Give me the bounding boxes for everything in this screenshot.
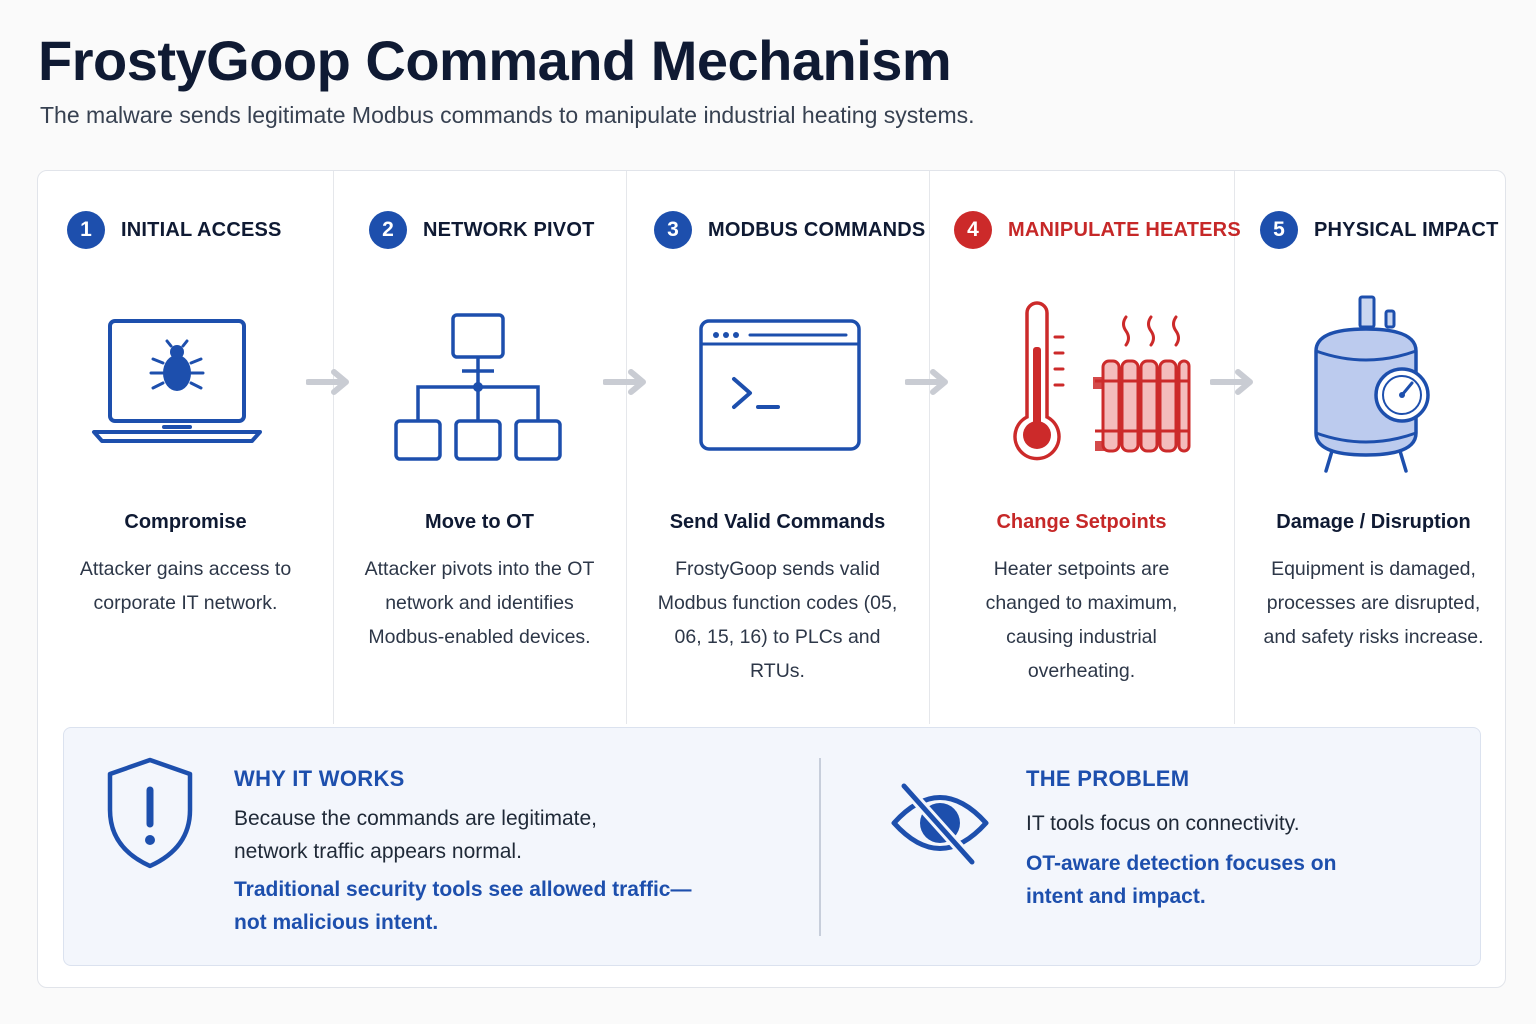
thermometer-radiator-icon xyxy=(991,289,1191,479)
step-divider xyxy=(1234,171,1235,724)
the-problem-heading: THE PROBLEM xyxy=(1026,766,1190,791)
step-description: FrostyGoop sends valid Modbus function c… xyxy=(657,558,898,682)
step-subtitle: Damage / Disruption xyxy=(1276,511,1471,533)
page-title: FrostyGoop Command Mechanism xyxy=(38,29,952,92)
step-subtitle: Change Setpoints xyxy=(996,511,1167,533)
step-title: PHYSICAL IMPACT xyxy=(1314,218,1499,241)
step-number-badge: 4 xyxy=(954,211,992,249)
step-header: 1 INITIAL ACCESS xyxy=(67,211,282,249)
step-initial-access: 1 INITIAL ACCESS Compromise Attacker gai… xyxy=(38,171,333,724)
arrow-right-icon xyxy=(905,369,948,395)
step-header: 4 MANIPULATE HEATERS xyxy=(954,211,1241,249)
step-divider xyxy=(929,171,930,724)
step-title: MODBUS COMMANDS xyxy=(708,218,926,241)
pressure-tank-gauge-icon xyxy=(1310,289,1440,479)
step-divider xyxy=(333,171,334,724)
why-it-works-emphasis: Traditional security tools see allowed t… xyxy=(234,878,692,934)
step-subtitle: Move to OT xyxy=(425,511,534,533)
step-number-badge: 1 xyxy=(67,211,105,249)
step-description: Heater setpoints are changed to maximum,… xyxy=(985,558,1178,682)
step-title: MANIPULATE HEATERS xyxy=(1008,218,1241,241)
step-header: 2 NETWORK PIVOT xyxy=(369,211,595,249)
eye-slash-icon xyxy=(890,780,990,871)
step-number-badge: 2 xyxy=(369,211,407,249)
terminal-icon xyxy=(698,289,878,479)
insight-box: WHY IT WORKS Because the commands are le… xyxy=(63,727,1481,966)
step-description: Attacker gains access to corporate IT ne… xyxy=(79,558,292,614)
why-it-works-heading: WHY IT WORKS xyxy=(234,766,405,791)
network-hierarchy-icon xyxy=(391,289,571,479)
step-number-badge: 3 xyxy=(654,211,692,249)
steps-row: 1 INITIAL ACCESS Compromise Attacker gai… xyxy=(38,171,1505,724)
laptop-bug-icon xyxy=(88,289,268,479)
step-subtitle: Compromise xyxy=(124,511,247,533)
step-divider xyxy=(626,171,627,724)
step-title: NETWORK PIVOT xyxy=(423,218,595,241)
step-subtitle: Send Valid Commands xyxy=(669,511,886,533)
arrow-right-icon xyxy=(603,369,646,395)
shield-alert-icon xyxy=(104,756,196,877)
step-number-badge: 5 xyxy=(1260,211,1298,249)
step-title: INITIAL ACCESS xyxy=(121,218,282,241)
step-manipulate-heaters: 4 MANIPULATE HEATERS xyxy=(929,171,1241,724)
the-problem-emphasis: OT-aware detection focuses on intent and… xyxy=(1026,852,1337,908)
why-it-works-text: Because the commands are legitimate, net… xyxy=(234,807,598,863)
section-divider xyxy=(819,758,821,936)
step-network-pivot: 2 NETWORK PIVOT Move to OT Attacker pivo… xyxy=(333,171,626,724)
step-modbus-commands: 3 MODBUS COMMANDS Send Valid Commands Fr… xyxy=(626,171,929,724)
arrow-right-icon xyxy=(306,369,349,395)
step-header: 3 MODBUS COMMANDS xyxy=(654,211,925,249)
step-header: 5 PHYSICAL IMPACT xyxy=(1260,211,1499,249)
step-description: Equipment is damaged, processes are disr… xyxy=(1263,558,1484,648)
arrow-right-icon xyxy=(1210,369,1253,395)
the-problem-text: IT tools focus on connectivity. xyxy=(1026,812,1300,835)
step-physical-impact: 5 PHYSICAL IMPACT Damage / xyxy=(1234,171,1505,724)
mechanism-panel: 1 INITIAL ACCESS Compromise Attacker gai… xyxy=(37,170,1506,988)
step-description: Attacker pivots into the OT network and … xyxy=(364,558,595,648)
page-subtitle: The malware sends legitimate Modbus comm… xyxy=(40,102,975,128)
